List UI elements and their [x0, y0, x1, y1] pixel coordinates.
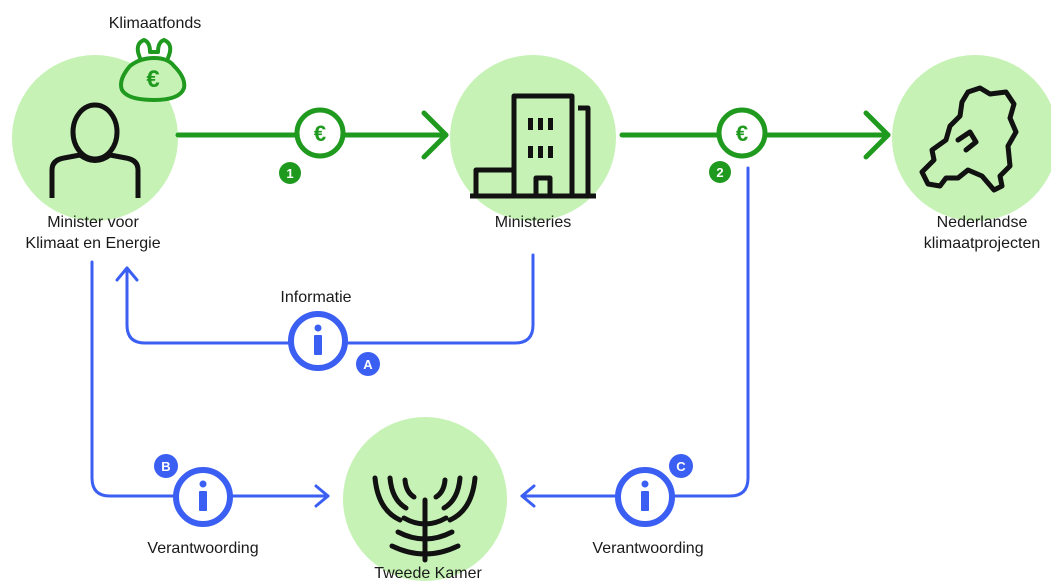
money-bag-icon: € — [119, 37, 187, 102]
projects-label-line1: Nederlandse — [936, 214, 1028, 231]
building-windows — [528, 118, 553, 158]
ministries-label: Ministeries — [494, 214, 572, 231]
info-icon — [173, 467, 233, 527]
minister-label-line1: Minister voor — [47, 214, 139, 231]
step-badge-1: 1 — [279, 162, 301, 184]
svg-text:C: C — [676, 459, 686, 474]
minister-label: Minister voor Klimaat en Energie — [25, 212, 160, 254]
parliament-label: Tweede Kamer — [374, 565, 482, 582]
info-badge-b: B — [154, 454, 178, 478]
accountability-left-label: Verantwoording — [147, 540, 259, 557]
svg-text:1: 1 — [286, 166, 293, 181]
person-icon — [49, 102, 141, 198]
euro-icon: € — [294, 107, 346, 159]
svg-text:A: A — [363, 357, 373, 372]
netherlands-map-icon — [919, 85, 1019, 193]
minister-label-line2: Klimaat en Energie — [25, 235, 161, 252]
info-icon — [615, 467, 675, 527]
step-badge-2: 2 — [709, 161, 731, 183]
svg-text:€: € — [736, 121, 748, 146]
info-badge-c: C — [669, 454, 693, 478]
euro-icon: € — [716, 107, 768, 159]
info-icon — [288, 311, 348, 371]
parliament-icon — [372, 475, 478, 563]
fund-label: Klimaatfonds — [108, 15, 202, 32]
info-label: Informatie — [280, 289, 352, 306]
building-icon — [470, 93, 596, 199]
svg-text:€: € — [146, 66, 159, 93]
svg-text:B: B — [161, 459, 170, 474]
svg-text:2: 2 — [716, 165, 723, 180]
projects-label-line2: klimaatprojecten — [923, 235, 1041, 252]
info-badge-a: A — [356, 352, 380, 376]
projects-label: Nederlandse klimaatprojecten — [924, 212, 1041, 254]
accountability-right-label: Verantwoording — [592, 540, 704, 557]
svg-text:€: € — [314, 121, 326, 146]
